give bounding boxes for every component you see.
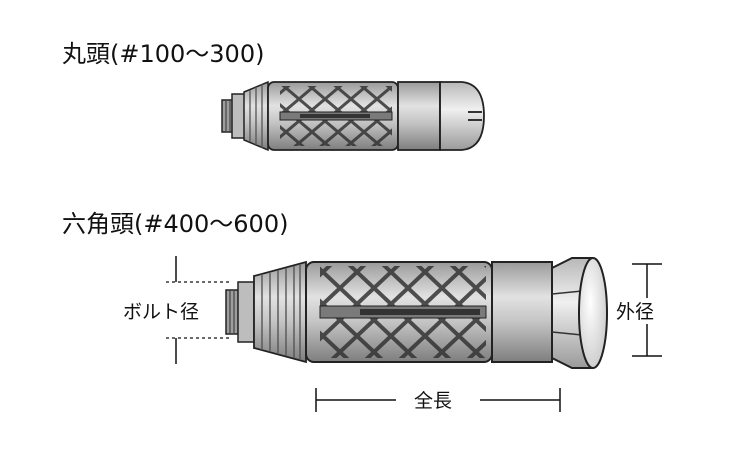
hex-head-title: 六角頭(#400〜600)	[62, 210, 288, 238]
round-bolt-thread	[221, 93, 247, 139]
round-head-title: 丸頭(#100〜300)	[62, 40, 264, 68]
outer-diameter-dimension: 外径	[616, 263, 662, 357]
hex-ribbed-cone	[253, 260, 307, 364]
hex-body	[491, 261, 553, 363]
hex-bolt-thread	[225, 281, 255, 343]
round-body	[397, 81, 441, 151]
round-sleeve	[267, 81, 399, 151]
round-head	[439, 81, 485, 151]
round-ribbed-cone	[243, 80, 269, 152]
outer-diameter-label: 外径	[616, 301, 654, 323]
total-length-dimension: 全長	[315, 388, 561, 412]
total-length-label: 全長	[414, 390, 452, 412]
bolt-diameter-label: ボルト径	[123, 301, 199, 323]
hex-head-anchor	[225, 257, 608, 369]
round-head-anchor	[221, 80, 485, 152]
hex-sleeve	[305, 261, 493, 363]
hex-head	[551, 257, 608, 369]
bolt-diameter-dimension: ボルト径	[120, 256, 232, 364]
